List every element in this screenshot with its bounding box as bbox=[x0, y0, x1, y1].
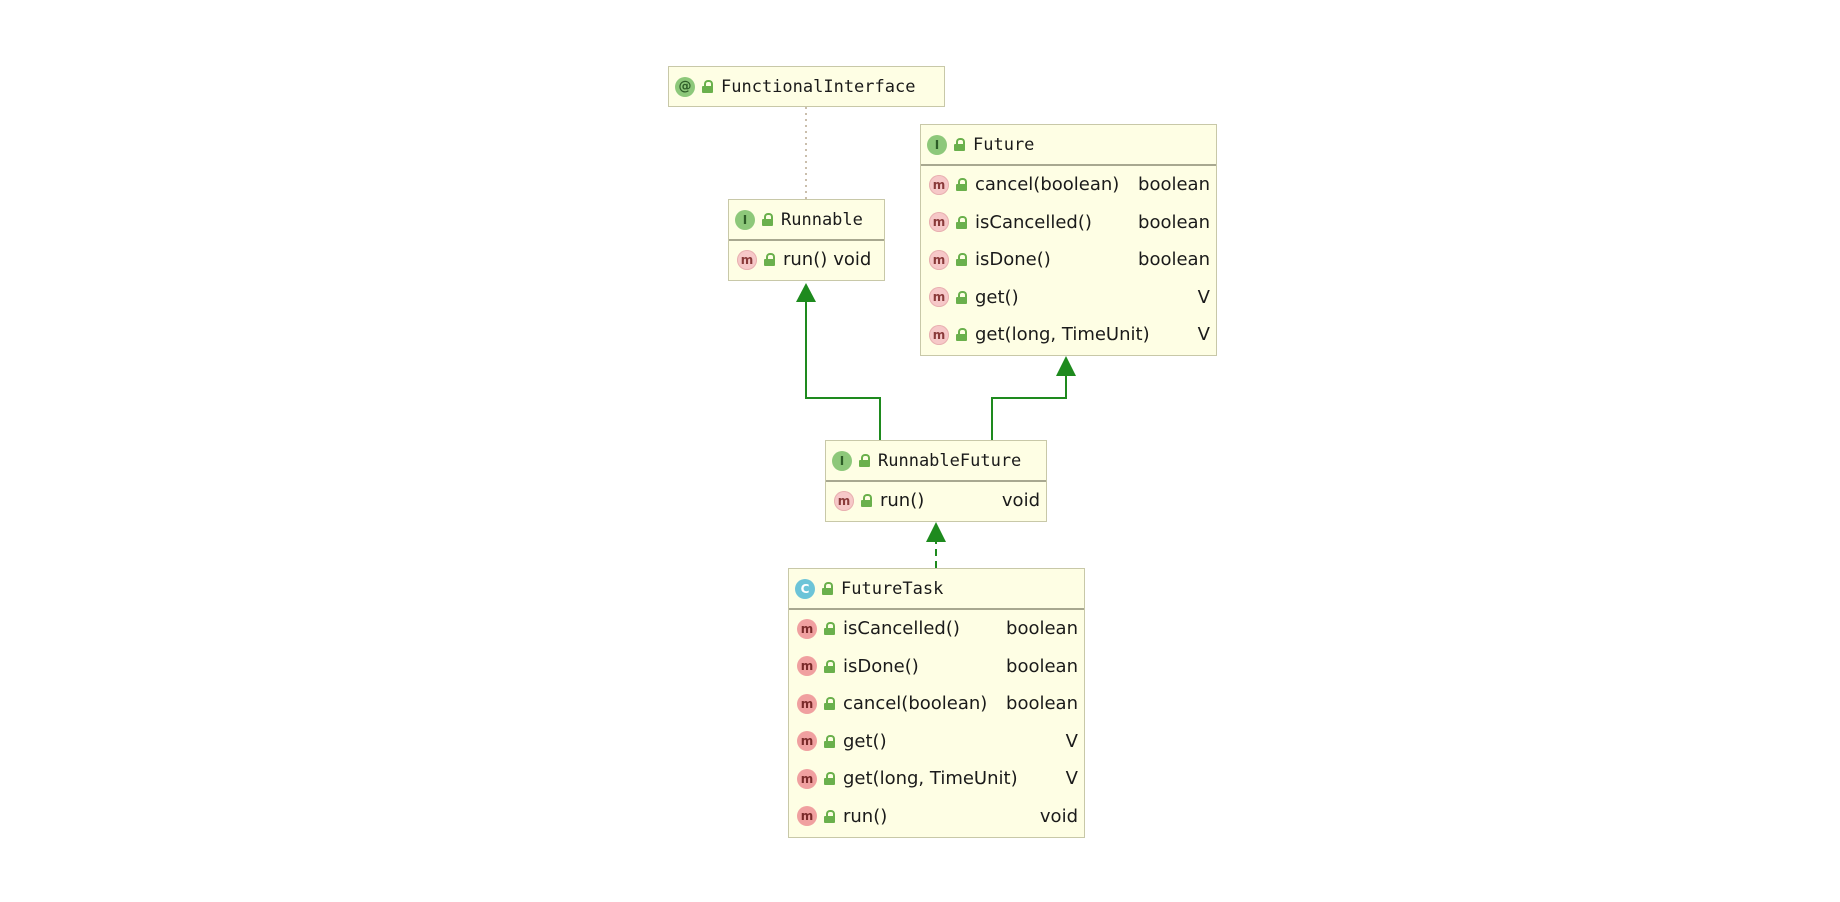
method-return-type: boolean bbox=[1138, 174, 1210, 196]
method-return-type: V bbox=[1197, 324, 1210, 346]
node-title: Future bbox=[973, 134, 1035, 155]
public-lock-icon bbox=[954, 138, 965, 151]
public-lock-icon bbox=[762, 213, 773, 226]
method-return-type: void bbox=[833, 249, 872, 271]
node-title: FutureTask bbox=[841, 578, 944, 599]
method-row[interactable]: m run() void bbox=[729, 241, 884, 279]
public-lock-icon bbox=[861, 494, 872, 508]
method-return-type: V bbox=[1197, 286, 1210, 308]
method-name: get(long, TimeUnit) bbox=[975, 324, 1150, 346]
method-name: run() bbox=[783, 249, 828, 271]
method-row[interactable]: m isCancelled() boolean bbox=[789, 610, 1084, 648]
method-row[interactable]: m isDone() boolean bbox=[921, 241, 1216, 279]
method-name: run() bbox=[843, 805, 888, 827]
public-lock-icon bbox=[824, 697, 835, 711]
interface-icon: I bbox=[735, 209, 755, 230]
abstract-method-icon: m bbox=[929, 174, 949, 195]
method-name: isCancelled() bbox=[975, 211, 1092, 233]
runnablefuture-extends-runnable-edge bbox=[805, 300, 881, 440]
method-return-type: boolean bbox=[1138, 211, 1210, 233]
method-name: run() bbox=[880, 490, 925, 512]
public-lock-icon bbox=[824, 622, 835, 636]
method-return-type: boolean bbox=[1138, 249, 1210, 271]
public-lock-icon bbox=[824, 772, 835, 786]
method-row[interactable]: m run() void bbox=[789, 798, 1084, 836]
annotation-icon: @ bbox=[675, 76, 695, 97]
method-return-type: V bbox=[1065, 730, 1078, 752]
public-lock-icon bbox=[702, 80, 713, 93]
abstract-method-icon: m bbox=[929, 324, 949, 345]
public-lock-icon bbox=[824, 809, 835, 823]
node-header: C FutureTask bbox=[789, 569, 1084, 610]
public-lock-icon bbox=[956, 178, 967, 192]
abstract-method-icon: m bbox=[929, 212, 949, 233]
method-return-type: V bbox=[1065, 768, 1078, 790]
method-row[interactable]: m get() V bbox=[921, 279, 1216, 317]
node-title: RunnableFuture bbox=[878, 450, 1022, 471]
runnablefuture-arrowhead bbox=[926, 522, 946, 542]
runnablefuture-extends-future-edge bbox=[991, 372, 1067, 440]
public-lock-icon bbox=[956, 253, 967, 267]
abstract-method-icon: m bbox=[929, 249, 949, 270]
class-icon: C bbox=[795, 578, 815, 599]
public-lock-icon bbox=[956, 328, 967, 342]
method-return-type: boolean bbox=[1006, 655, 1078, 677]
node-header: @ FunctionalInterface bbox=[669, 67, 944, 106]
method-row[interactable]: m isCancelled() boolean bbox=[921, 204, 1216, 242]
future-node[interactable]: I Future m cancel(boolean) boolean m isC… bbox=[920, 124, 1217, 356]
functionalinterface-node[interactable]: @ FunctionalInterface bbox=[668, 66, 945, 107]
public-lock-icon bbox=[956, 290, 967, 304]
method-icon: m bbox=[797, 731, 817, 752]
runnablefuture-node[interactable]: I RunnableFuture m run() void bbox=[825, 440, 1047, 522]
method-row[interactable]: m isDone() boolean bbox=[789, 648, 1084, 686]
method-name: isDone() bbox=[975, 249, 1051, 271]
interface-icon: I bbox=[927, 134, 947, 155]
public-lock-icon bbox=[822, 582, 833, 595]
runnable-node[interactable]: I Runnable m run() void bbox=[728, 199, 885, 281]
method-icon: m bbox=[797, 656, 817, 677]
interface-icon: I bbox=[832, 450, 852, 471]
method-row[interactable]: m get(long, TimeUnit) V bbox=[921, 316, 1216, 354]
method-name: cancel(boolean) bbox=[975, 174, 1120, 196]
public-lock-icon bbox=[764, 253, 775, 267]
method-row[interactable]: m cancel(boolean) boolean bbox=[921, 166, 1216, 204]
abstract-method-icon: m bbox=[737, 249, 757, 270]
public-lock-icon bbox=[824, 659, 835, 673]
method-return-type: void bbox=[1001, 490, 1040, 512]
method-name: get() bbox=[843, 730, 887, 752]
method-name: isDone() bbox=[843, 655, 919, 677]
method-row[interactable]: m get() V bbox=[789, 723, 1084, 761]
method-row[interactable]: m get(long, TimeUnit) V bbox=[789, 760, 1084, 798]
future-arrowhead bbox=[1056, 356, 1076, 376]
method-name: get() bbox=[975, 286, 1019, 308]
method-name: cancel(boolean) bbox=[843, 693, 988, 715]
method-icon: m bbox=[797, 768, 817, 789]
node-header: I Future bbox=[921, 125, 1216, 166]
method-row[interactable]: m run() void bbox=[826, 482, 1046, 520]
node-title: FunctionalInterface bbox=[721, 76, 916, 97]
futuretask-node[interactable]: C FutureTask m isCancelled() boolean m i… bbox=[788, 568, 1085, 838]
method-icon: m bbox=[797, 806, 817, 827]
method-icon: m bbox=[797, 693, 817, 714]
method-return-type: boolean bbox=[1006, 693, 1078, 715]
method-return-type: boolean bbox=[1006, 618, 1078, 640]
abstract-method-icon: m bbox=[929, 287, 949, 308]
method-return-type: void bbox=[1039, 805, 1078, 827]
method-row[interactable]: m cancel(boolean) boolean bbox=[789, 685, 1084, 723]
method-name: get(long, TimeUnit) bbox=[843, 768, 1018, 790]
runnable-arrowhead bbox=[796, 283, 816, 302]
method-icon: m bbox=[797, 618, 817, 639]
public-lock-icon bbox=[824, 734, 835, 748]
public-lock-icon bbox=[859, 454, 870, 467]
public-lock-icon bbox=[956, 215, 967, 229]
method-name: isCancelled() bbox=[843, 618, 960, 640]
abstract-method-icon: m bbox=[834, 490, 854, 511]
node-header: I RunnableFuture bbox=[826, 441, 1046, 482]
node-title: Runnable bbox=[781, 209, 863, 230]
node-header: I Runnable bbox=[729, 200, 884, 241]
